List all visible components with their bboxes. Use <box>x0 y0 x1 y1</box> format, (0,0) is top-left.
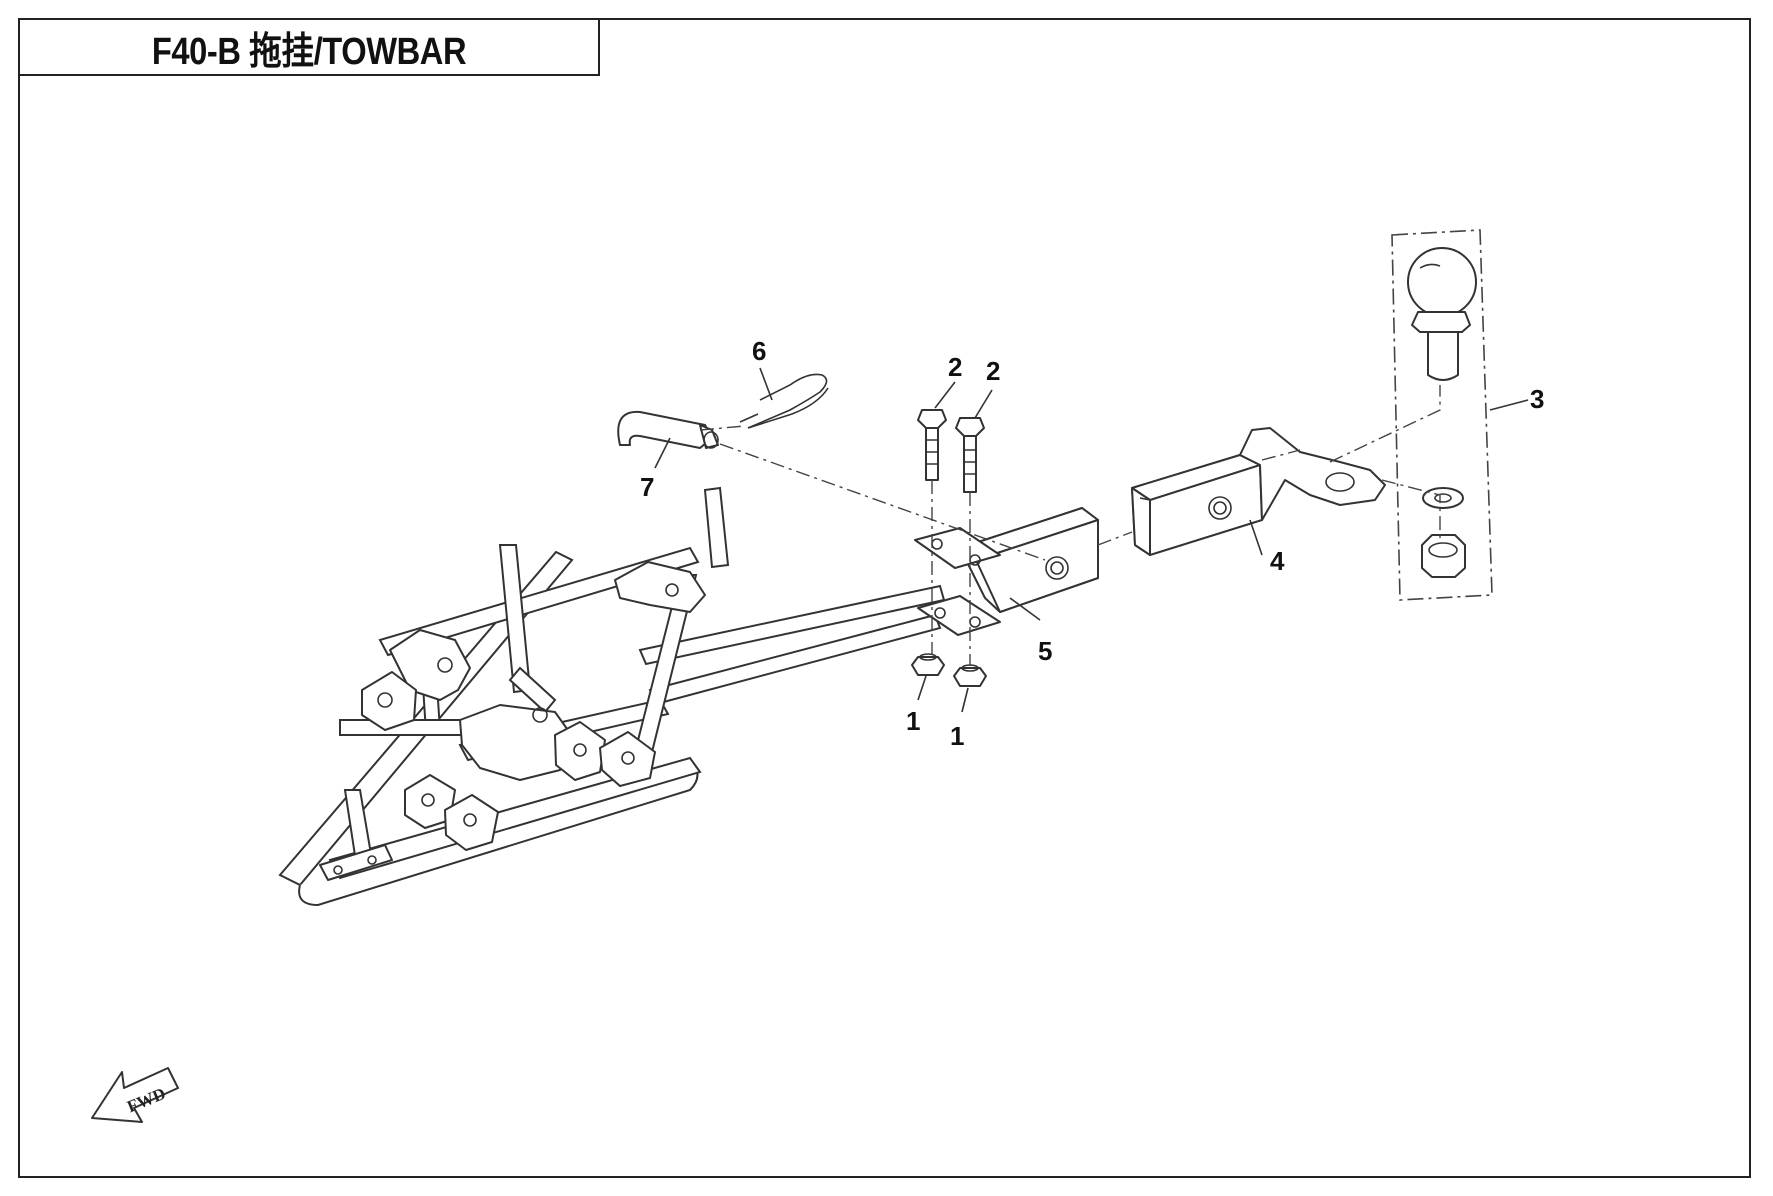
callout-3: 3 <box>1530 384 1544 414</box>
callout-2-left: 2 <box>948 352 962 382</box>
callout-5: 5 <box>1038 636 1052 666</box>
vehicle-rear-frame <box>278 486 946 907</box>
callout-4: 4 <box>1270 546 1285 576</box>
part-7-hitch-pin <box>617 410 719 449</box>
part-1-nut-left <box>911 653 945 676</box>
drawing-frame <box>18 18 1751 1178</box>
callout-7: 7 <box>640 472 654 502</box>
callout-1-right: 1 <box>950 721 964 751</box>
part-2-bolt-right <box>955 417 985 493</box>
assembly-center-lines <box>699 385 1441 666</box>
callout-leaders <box>654 367 1263 713</box>
callout-1-left: 1 <box>906 706 920 736</box>
fwd-arrow-icon: FWD <box>91 1067 179 1123</box>
part-3-hitch-ball-assembly <box>1391 229 1529 601</box>
part-1-nut-right <box>953 664 987 687</box>
part-5-receiver-bracket <box>914 507 1099 636</box>
callout-6: 6 <box>752 336 766 366</box>
part-4-ball-mount <box>1131 427 1386 556</box>
title-block: F40-B 拖挂/TOWBAR <box>18 18 600 76</box>
diagram-title: F40-B 拖挂/TOWBAR <box>151 30 467 73</box>
part-2-bolt-left <box>917 409 947 481</box>
part-6-hitch-pin-clip <box>739 373 829 429</box>
callout-2-right: 2 <box>986 356 1000 386</box>
